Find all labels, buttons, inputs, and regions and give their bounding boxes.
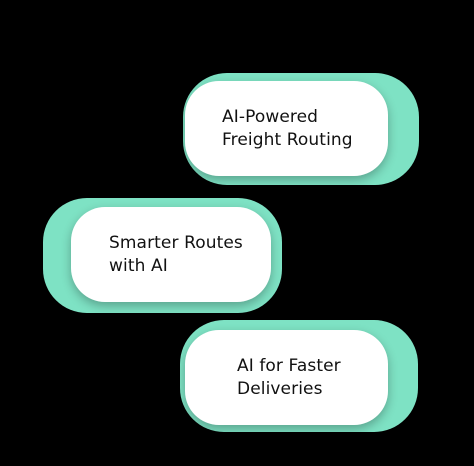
card-label-line-2: with AI xyxy=(109,255,168,276)
card-label-line-2: Deliveries xyxy=(237,378,323,399)
card-label-line-1: Smarter Routes xyxy=(109,232,243,253)
card-label-line-1: AI for Faster xyxy=(237,355,341,376)
card-panel: AI-Powered Freight Routing xyxy=(185,81,388,176)
card-label: Smarter Routes with AI xyxy=(109,232,243,278)
card-label-line-2: Freight Routing xyxy=(222,129,353,150)
card-label: AI for Faster Deliveries xyxy=(237,355,341,401)
card-label-line-1: AI-Powered xyxy=(222,106,319,127)
card-panel: Smarter Routes with AI xyxy=(71,207,271,302)
card-label: AI-Powered Freight Routing xyxy=(222,106,353,152)
card-panel: AI for Faster Deliveries xyxy=(185,330,388,425)
